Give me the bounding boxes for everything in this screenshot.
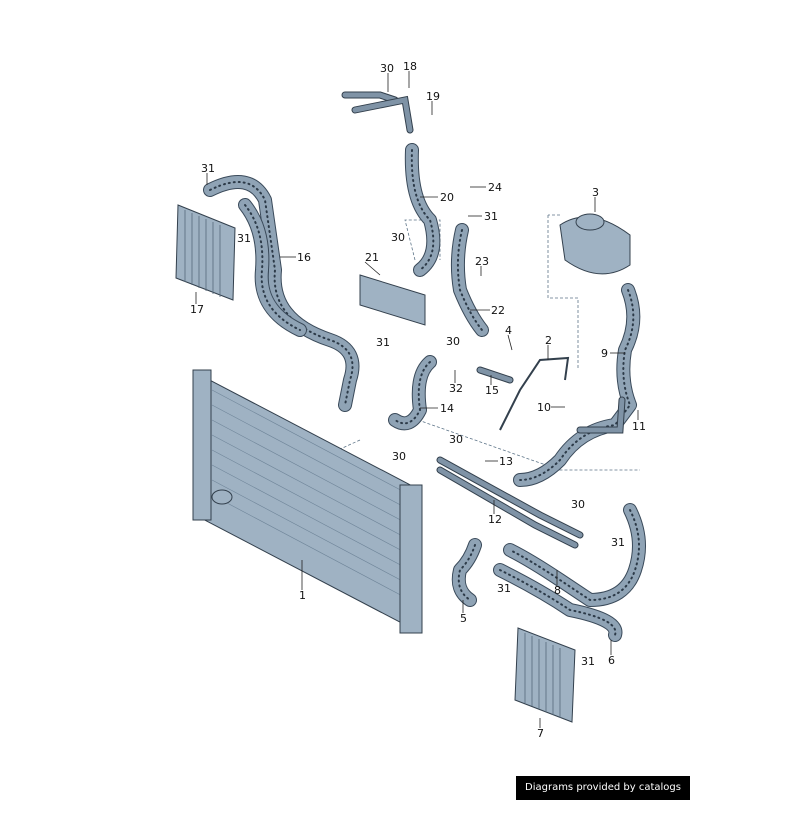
callout-30: 30: [380, 62, 394, 75]
callout-22: 22: [491, 304, 505, 317]
callout-20: 20: [440, 191, 454, 204]
coolant-pipes: [341, 91, 626, 549]
callout-31: 31: [581, 655, 595, 668]
callout-31: 31: [497, 582, 511, 595]
callout-17: 17: [190, 303, 204, 316]
callout-5: 5: [460, 612, 467, 625]
callout-30: 30: [391, 231, 405, 244]
expansion-tank: [559, 213, 631, 275]
callout-31: 31: [484, 210, 498, 223]
callout-10: 10: [537, 401, 551, 414]
callout-2: 2: [545, 334, 552, 347]
callout-15: 15: [485, 384, 499, 397]
callout-30: 30: [446, 335, 460, 348]
callout-32: 32: [449, 382, 463, 395]
callout-11: 11: [632, 420, 646, 433]
callout-12: 12: [488, 513, 502, 526]
callout-16: 16: [297, 251, 311, 264]
leader-lines: [195, 71, 639, 728]
callout-6: 6: [608, 654, 615, 667]
callout-31: 31: [201, 162, 215, 175]
callout-30: 30: [392, 450, 406, 463]
callout-9: 9: [601, 347, 608, 360]
callout-24: 24: [488, 181, 502, 194]
auxiliary-cooler-right: [514, 627, 576, 723]
callout-30: 30: [449, 433, 463, 446]
callout-18: 18: [403, 60, 417, 73]
callout-3: 3: [592, 186, 599, 199]
callout-31: 31: [237, 232, 251, 245]
callout-21: 21: [365, 251, 379, 264]
auxiliary-cooler-left: [175, 204, 236, 301]
callout-1: 1: [299, 589, 306, 602]
callout-14: 14: [440, 402, 454, 415]
coolant-hoses: [203, 143, 646, 642]
heat-exchanger: [359, 274, 426, 326]
parts-diagram: 30 18 19 20 24 31 3 31 31 16 17 30 21 23…: [175, 60, 646, 740]
callout-13: 13: [499, 455, 513, 468]
callout-19: 19: [426, 90, 440, 103]
radiator: [192, 369, 423, 634]
callout-labels: 30 18 19 20 24 31 3 31 31 16 17 30 21 23…: [190, 60, 646, 740]
callout-4: 4: [505, 324, 512, 337]
callout-23: 23: [475, 255, 489, 268]
callout-30: 30: [571, 498, 585, 511]
callout-7: 7: [537, 727, 544, 740]
callout-31: 31: [376, 336, 390, 349]
callout-8: 8: [554, 584, 561, 597]
callout-31: 31: [611, 536, 625, 549]
attribution-footer: Diagrams provided by catalogs parts: [516, 776, 690, 817]
